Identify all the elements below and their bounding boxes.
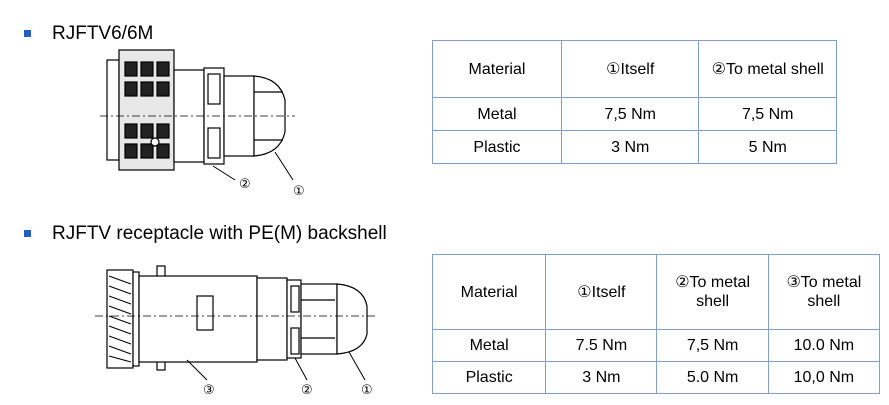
table-cell: 10.0 Nm xyxy=(767,329,881,362)
connector-drawing-receptacle: ③ ② ① xyxy=(95,265,377,398)
header-cell: ①Itself xyxy=(545,254,658,330)
table-cell: 7,5 Nm xyxy=(560,97,700,131)
callout-2: ② xyxy=(239,177,251,192)
connector-drawing-rjftv6: ② ① xyxy=(100,49,305,199)
table-cell: 3 Nm xyxy=(545,361,658,394)
table-cell: 7.5 Nm xyxy=(545,329,658,362)
table-cell: Plastic xyxy=(432,130,562,164)
callout-2: ② xyxy=(301,383,313,398)
header-cell: ③To metal shell xyxy=(767,254,881,330)
table-cell: 7,5 Nm xyxy=(698,97,837,131)
callout-1: ① xyxy=(361,383,373,398)
bullet-icon xyxy=(24,30,31,37)
table-cell: Plastic xyxy=(431,361,547,394)
table-cell: Metal xyxy=(431,329,547,362)
section-heading: RJFTV6/6M xyxy=(52,23,154,44)
bullet-icon xyxy=(24,230,31,237)
table-cell: Metal xyxy=(432,97,562,131)
header-cell: Material xyxy=(431,254,547,330)
header-cell: Material xyxy=(432,40,562,98)
callout-3: ③ xyxy=(203,383,215,398)
table-cell: 3 Nm xyxy=(560,130,700,164)
table-cell: 7,5 Nm xyxy=(656,329,769,362)
header-cell: ②To metal shell xyxy=(656,254,769,330)
torque-table-rjftv6: Material ①Itself ②To metal shell Metal 7… xyxy=(432,40,837,164)
table-cell: 5.0 Nm xyxy=(656,361,769,394)
header-cell: ②To metal shell xyxy=(698,40,837,98)
table-cell: 10,0 Nm xyxy=(767,361,881,394)
section-heading: RJFTV receptacle with PE(M) backshell xyxy=(52,223,387,244)
table-cell: 5 Nm xyxy=(698,130,837,164)
torque-table-receptacle: Material ①Itself ②To metal shell ③To met… xyxy=(431,254,881,394)
callout-1: ① xyxy=(293,184,305,199)
header-cell: ①Itself xyxy=(560,40,700,98)
